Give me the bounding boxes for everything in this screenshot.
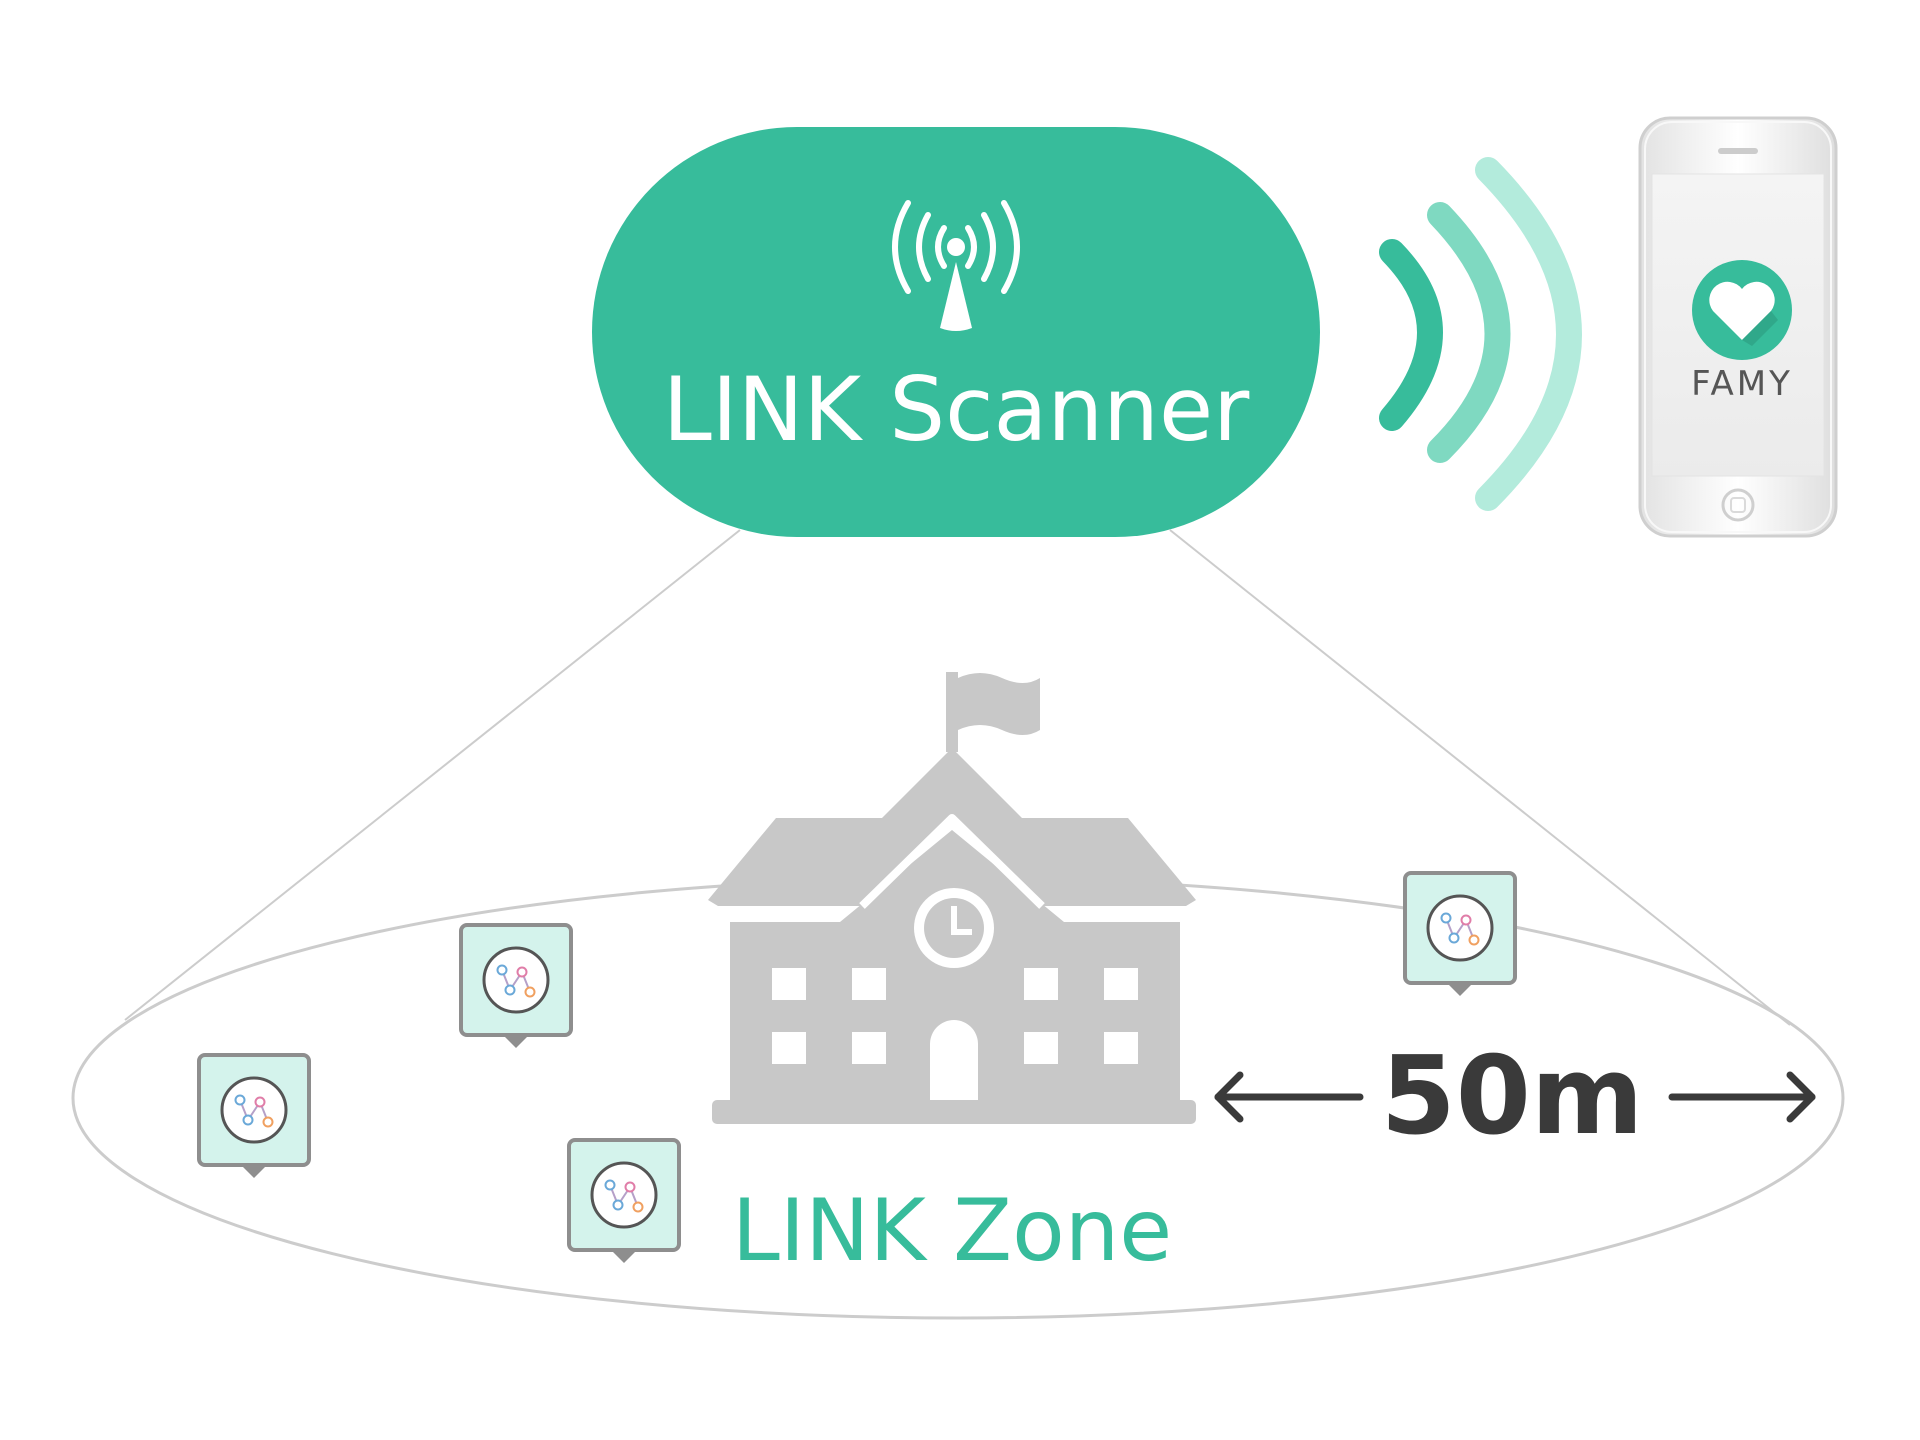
zone-label: LINK Zone (732, 1181, 1172, 1281)
scanner-label: LINK Scanner (663, 358, 1250, 461)
link-scanner-pill (592, 127, 1320, 537)
distance-label: 50m (1381, 1034, 1644, 1159)
smartphone: FAMY (1638, 116, 1838, 538)
school-building-icon (708, 672, 1196, 1124)
heart-app-icon (1692, 260, 1792, 360)
beacon-tag-icon (197, 1053, 311, 1180)
signal-waves-icon (1379, 157, 1582, 511)
beacon-tag-icon (459, 923, 573, 1050)
beacon-tag-icon (567, 1138, 681, 1265)
app-name: FAMY (1691, 364, 1793, 404)
distance-arrow-left (1214, 1071, 1364, 1123)
beacon-tag-icon (1403, 871, 1517, 998)
cone-line-left (124, 529, 741, 1021)
cone-line-right (1169, 529, 1791, 1026)
antenna-icon (892, 200, 1020, 331)
distance-arrow-right (1668, 1071, 1816, 1123)
